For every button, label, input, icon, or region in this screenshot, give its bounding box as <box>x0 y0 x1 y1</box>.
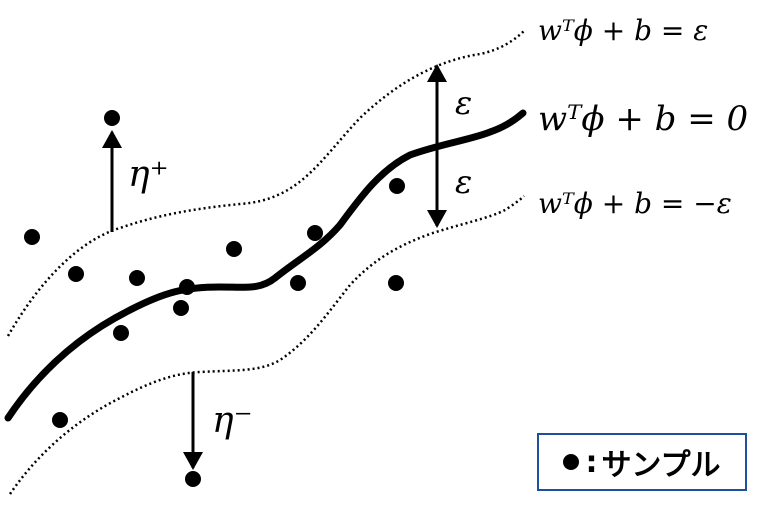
sample-point <box>104 110 120 126</box>
legend-separator: : <box>585 444 598 480</box>
sample-point <box>24 229 40 245</box>
sample-points <box>24 110 405 487</box>
center-boundary-equation: wᵀϕ + b = 0 <box>538 99 748 139</box>
sample-point <box>307 225 323 241</box>
legend-box: : サンプル <box>537 433 747 491</box>
upper-boundary-equation: wᵀϕ + b = ε <box>538 14 708 47</box>
upper-epsilon-boundary <box>6 29 526 337</box>
sample-point <box>52 412 68 428</box>
legend-label: サンプル <box>601 448 721 483</box>
eta-minus-label: η⁻ <box>212 400 253 441</box>
epsilon-label-bottom: ε <box>455 163 472 201</box>
epsilon-label-top: ε <box>455 84 472 122</box>
regression-function-line <box>4 109 527 422</box>
sample-point <box>185 471 201 487</box>
lower-boundary-equation: wᵀϕ + b = −ε <box>538 187 732 220</box>
sample-point <box>389 178 405 194</box>
sample-point <box>290 275 306 291</box>
lower-epsilon-boundary <box>8 195 525 495</box>
legend-sample-marker <box>563 454 580 470</box>
sample-point <box>388 275 404 291</box>
sample-point <box>179 279 195 295</box>
sample-point <box>173 300 189 316</box>
sample-point <box>68 266 84 282</box>
sample-point <box>226 241 242 257</box>
sample-point <box>113 325 129 341</box>
eta-plus-label: η⁺ <box>128 154 169 195</box>
sample-point <box>129 270 145 286</box>
